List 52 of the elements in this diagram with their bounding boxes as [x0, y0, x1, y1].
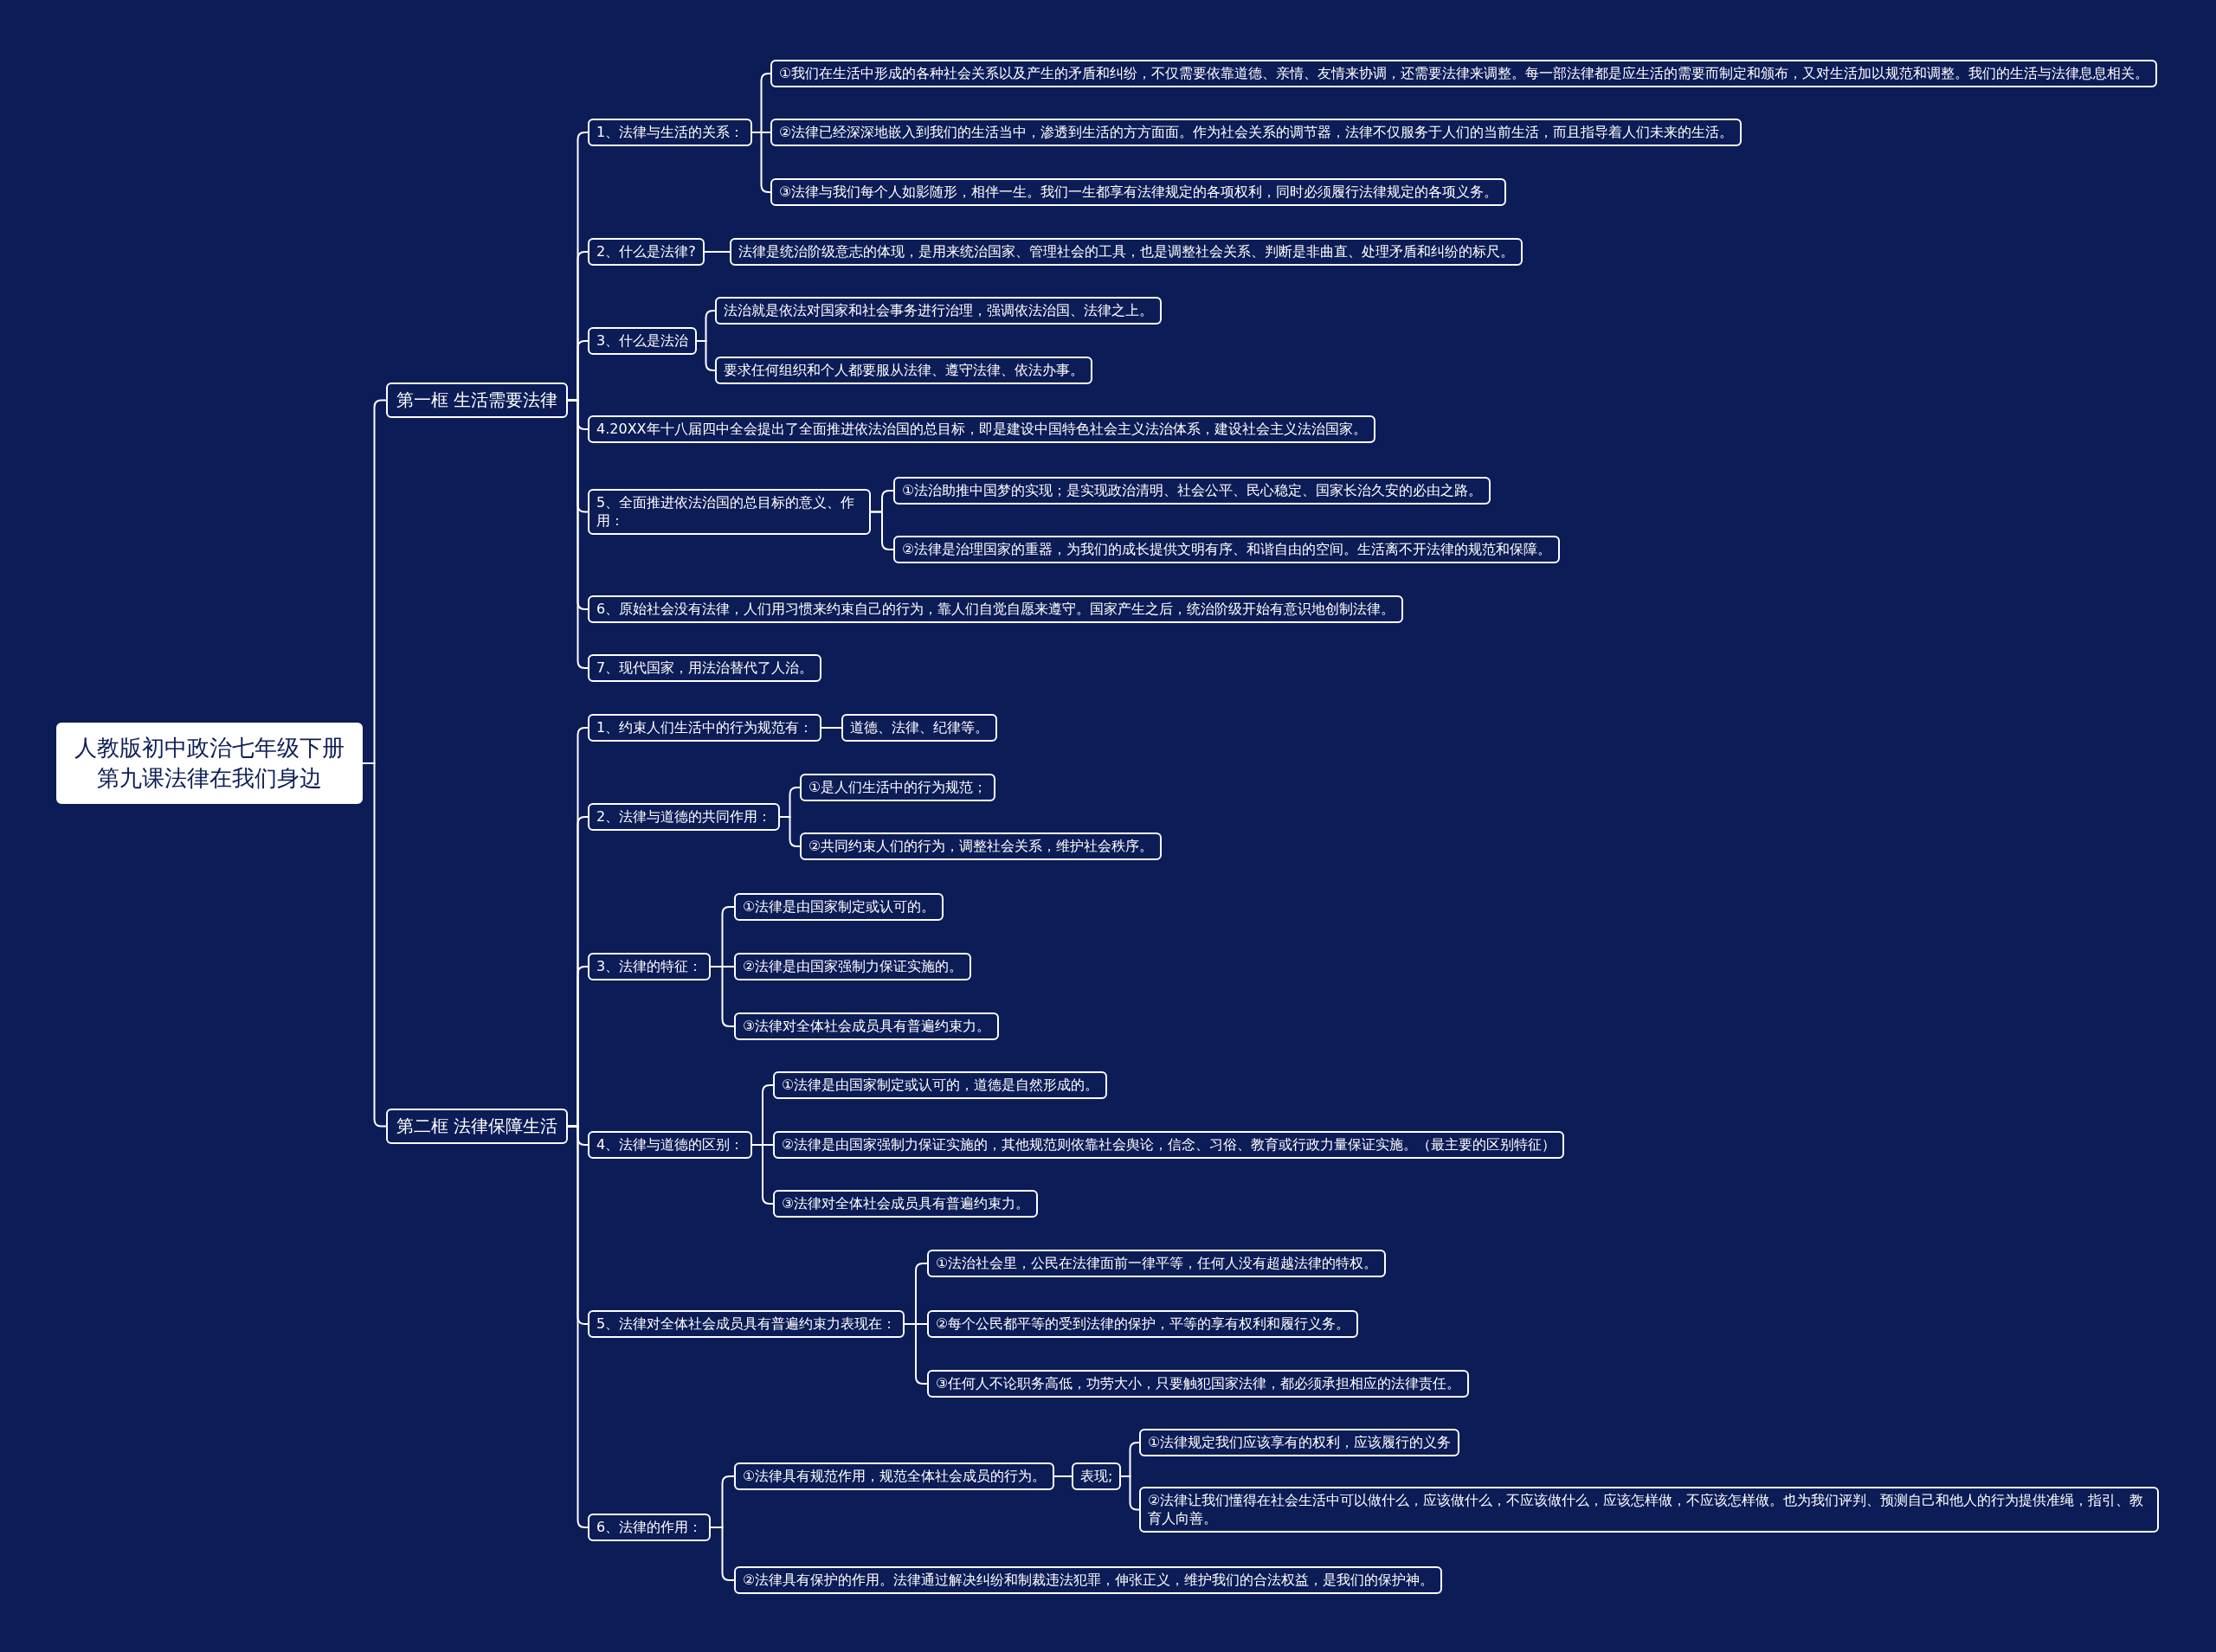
topic-box: ①法治社会里，公民在法律面前一律平等，任何人没有超越法律的特权。	[927, 1250, 1387, 1277]
central-topic: 人教版初中政治七年级下册第九课法律在我们身边	[56, 723, 363, 805]
topic-box: 5、全面推进依法治国的总目标的意义、作用：	[588, 488, 871, 535]
topic-box: ①法律具有规范作用，规范全体社会成员的行为。	[734, 1462, 1055, 1490]
topic-box: ①是人们生活中的行为规范；	[800, 774, 996, 801]
topic-box: 6、原始社会没有法律，人们用习惯来约束自己的行为，靠人们自觉自愿来遵守。国家产生之后，统治阶级开始有意识地创制法律。	[588, 595, 1404, 623]
topic-box: ①法律规定我们应该享有的权利，应该履行的义务	[1139, 1429, 1460, 1456]
topic-box: 4、法律与道德的区别：	[588, 1131, 753, 1159]
connector-line	[1053, 1475, 1073, 1477]
topic-box: 7、现代国家，用法治替代了人治。	[588, 654, 822, 682]
topic-box: ②法律是由国家强制力保证实施的，其他规范则依靠社会舆论，信念、习俗、教育或行政力量保证实施。（最主要的区别特征）	[773, 1131, 1565, 1159]
topic-box: 3、什么是法治	[588, 327, 698, 355]
connector-line	[710, 966, 735, 1027]
connector-line	[779, 816, 801, 847]
topic-box: ②共同约束人们的行为，调整社会关系，维护社会秩序。	[800, 832, 1163, 860]
topic-box: ①法律是由国家制定或认可的，道德是自然形成的。	[773, 1071, 1108, 1099]
topic-box: 道德、法律、纪律等。	[841, 714, 997, 742]
topic-box: ②法律具有保护的作用。法律通过解决纠纷和制裁违法犯罪，伸张正义，维护我们的合法权益，是我们的保护神。	[734, 1566, 1443, 1594]
topic-box: 4.20XX年十八届四中全会提出了全面推进依法治国的总目标，即是建设中国特色社会主义法治体系，建设社会主义法治国家。	[588, 415, 1375, 443]
topic-box: ③法律与我们每个人如影随形，相伴一生。我们一生都享有法律规定的各项权利，同时必须履行法律规定的各项义务。	[770, 178, 1507, 206]
topic-box: 2、什么是法律?	[588, 238, 705, 266]
topic-box: 表现;	[1072, 1462, 1122, 1490]
topic-box: 6、法律的作用：	[588, 1514, 712, 1541]
topic-box: ③法律对全体社会成员具有普遍约束力。	[773, 1190, 1039, 1218]
topic-box: 2、法律与道德的共同作用：	[588, 803, 781, 831]
topic-box: ②法律已经深深地嵌入到我们的生活当中，渗透到生活的方方面面。作为社会关系的调节器，法律不仅服务于人们的当前生活，而且指导着人们未来的生活。	[770, 119, 1743, 146]
topic-box: 5、法律对全体社会成员具有普遍约束力表现在：	[588, 1310, 905, 1338]
topic-box: ②每个公民都平等的受到法律的保护，平等的享有权利和履行义务。	[927, 1310, 1359, 1338]
topic-box: 法治就是依法对国家和社会事务进行治理，强调依法治国、法律之上。	[715, 297, 1162, 325]
topic-box: ①法律是由国家制定或认可的。	[734, 893, 944, 921]
connector-line	[870, 511, 894, 550]
topic-box: 要求任何组织和个人都要服从法律、遵守法律、依法办事。	[715, 357, 1092, 384]
topic-box: ③法律对全体社会成员具有普遍约束力。	[734, 1012, 1000, 1040]
connector-line	[751, 1144, 774, 1205]
connector-line	[1120, 1475, 1140, 1511]
topic-box: ②法律是由国家强制力保证实施的。	[734, 953, 972, 980]
topic-box: ①我们在生活中形成的各种社会关系以及产生的矛盾和纠纷，不仅需要依靠道德、亲情、友情来协调，还需要法律来调整。每一部法律都是应生活的需要而制定和颁布，又对生活加以规范和调整。我们的生活与法律息息相关。	[770, 60, 2158, 87]
topic-box: 1、法律与生活的关系：	[588, 119, 753, 146]
connector-line	[696, 340, 716, 371]
topic-box: 3、法律的特征：	[588, 953, 712, 980]
connector-line	[751, 132, 771, 193]
topic-box: ②法律让我们懂得在社会生活中可以做什么，应该做什么，不应该做什么，应该怎样做，不应该怎样做。也为我们评判、预测自己和他人的行为提供准绳，指引、教育人向善。	[1139, 1486, 2159, 1533]
topic-box: ③任何人不论职务高低，功劳大小，只要触犯国家法律，都必须承担相应的法律责任。	[927, 1370, 1470, 1398]
branch-topic: 第一框 生活需要法律	[386, 382, 569, 418]
connector-line	[567, 399, 589, 669]
topic-box: ①法治助推中国梦的实现；是实现政治清明、社会公平、民心稳定、国家长治久安的必由之路。	[893, 477, 1491, 505]
topic-box: 1、约束人们生活中的行为规范有：	[588, 714, 822, 742]
branch-topic: 第二框 法律保障生活	[386, 1108, 569, 1144]
topic-box: ②法律是治理国家的重器，为我们的成长提供文明有序、和谐自由的空间。生活离不开法律的规范和保障。	[893, 536, 1561, 563]
connector-line	[704, 251, 731, 253]
topic-box: 法律是统治阶级意志的体现，是用来统治国家、管理社会的工具，也是调整社会关系、判断是非曲直、处理矛盾和纠纷的标尺。	[730, 238, 1523, 266]
connector-line	[821, 727, 842, 729]
